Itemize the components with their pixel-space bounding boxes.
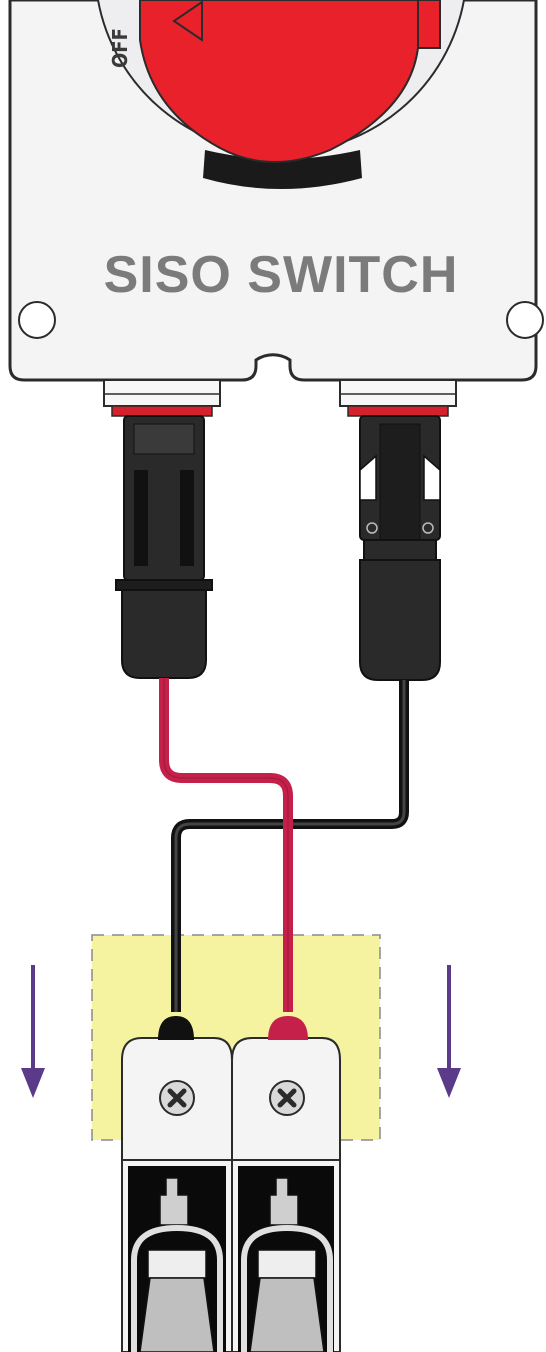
arrow-down-icon [437,965,461,1098]
triangle-left-icon [172,0,203,42]
screw-cross-icon [269,1080,305,1116]
knob-body [139,0,441,163]
breaker-pole-positive [231,1016,341,1352]
knob-label-off: OFF [108,28,132,68]
mc4-connector-right [359,415,441,681]
arrow-down-icon [21,965,45,1098]
switch-title: SISO SWITCH [104,246,459,304]
cable-gland-right [339,379,457,417]
cable-gland-left [103,379,221,417]
mount-hole-right [506,301,544,339]
breaker-pole-negative [121,1016,233,1352]
mount-hole-left [18,301,56,339]
negative-terminal-lug [158,1016,194,1040]
screw-cross-icon [159,1080,195,1116]
switch-housing: OFF SISO SWITCH [8,0,544,382]
knob-base-shadow [203,150,362,189]
breaker-toggle-positive[interactable] [241,1177,333,1352]
mc4-connector-left [115,415,213,679]
breaker-toggle-negative[interactable] [131,1177,223,1352]
isolator-knob[interactable] [139,0,441,189]
positive-wire-outline [163,678,289,1012]
positive-terminal-lug [268,1016,308,1040]
